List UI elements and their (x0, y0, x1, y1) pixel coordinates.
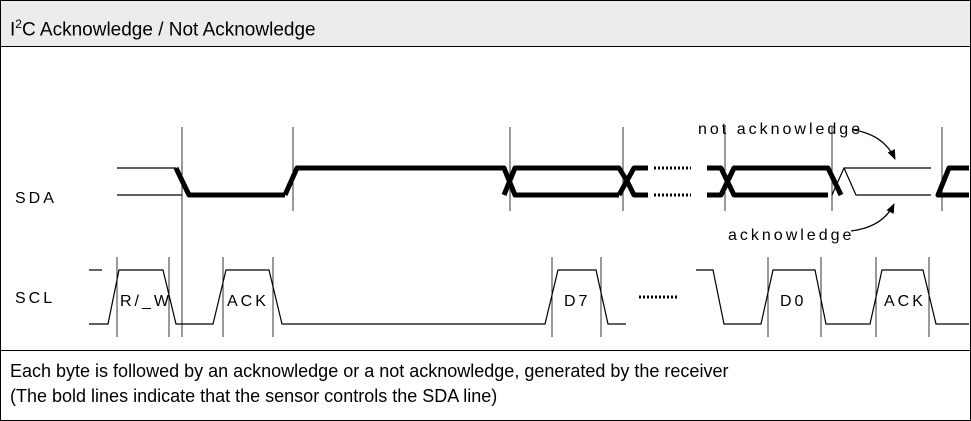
sda-bold-tail (935, 165, 969, 198)
sda-acknowledge-level (843, 167, 931, 196)
scl-second-segment (696, 269, 969, 325)
clock-label-rw: R/_W (120, 293, 172, 310)
title-text: C Acknowledge / Not Acknowledge (21, 19, 316, 41)
sda-label: SDA (15, 190, 57, 207)
sda-not-acknowledge-level (831, 167, 931, 196)
caption-line-1: Each byte is followed by an acknowledge … (10, 361, 729, 381)
clock-label-d0: D0 (780, 293, 806, 310)
title-superscript: 2 (15, 17, 22, 31)
sda-bold-byte (282, 165, 648, 198)
timing-reference-lines (116, 127, 943, 337)
timing-diagram: SDA SCL (15, 121, 969, 337)
caption: Each byte is followed by an acknowledge … (1, 350, 970, 420)
sda-gap-dots (654, 166, 691, 197)
clock-label-ack-2: ACK (884, 293, 926, 310)
sda-thin-lines (117, 167, 931, 196)
not-acknowledge-label: not acknowledge (698, 121, 863, 138)
scl-label: SCL (15, 290, 55, 307)
sda-bold-fall (173, 166, 285, 198)
acknowledge-label: acknowledge (728, 227, 854, 244)
scl-first-segment (89, 269, 626, 325)
sda-bold-byte-resume (707, 165, 844, 198)
clock-label-ack-1: ACK (227, 293, 269, 310)
not-acknowledge-arrow (853, 129, 896, 160)
caption-line-2: (The bold lines indicate that the sensor… (10, 386, 498, 406)
acknowledge-arrow (850, 203, 895, 232)
title-prefix: I (10, 19, 16, 41)
clock-label-d7: D7 (564, 293, 590, 310)
title-bar: I2C Acknowledge / Not Acknowledge (1, 1, 970, 47)
sda-bold-lines (173, 165, 969, 198)
scl-waveform (89, 269, 969, 325)
